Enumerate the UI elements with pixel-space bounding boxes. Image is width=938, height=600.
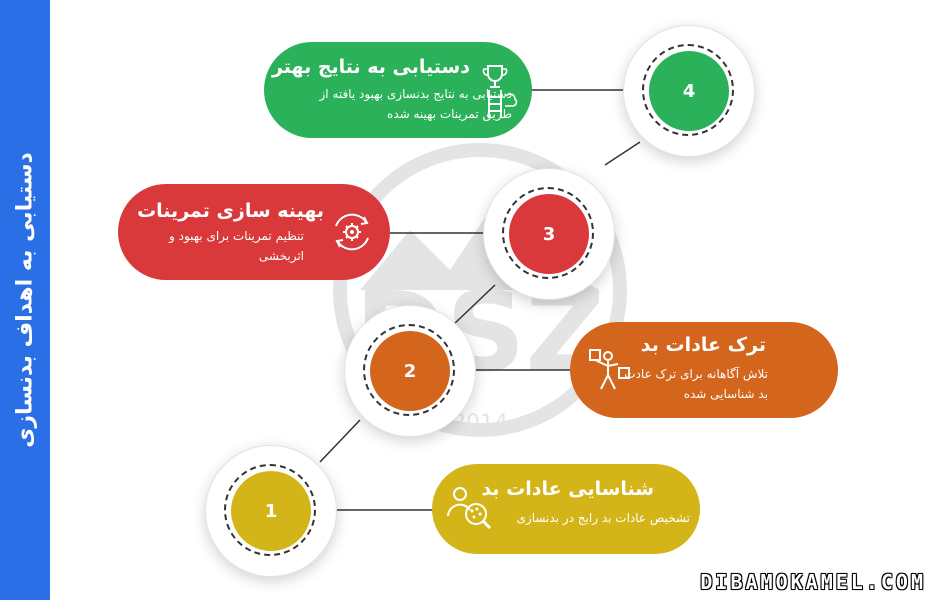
step-title: شناسایی عادات بد (481, 478, 654, 500)
gear-cycle-icon (335, 213, 369, 251)
step-card-1: شناسایی عادات بد تشخیص عادات بد رایج در … (432, 464, 700, 554)
step-card-4: دستیابی به نتایج بهتر دستیابی به نتایج ب… (264, 42, 532, 138)
step-title: بهینه سازی تمرینات (137, 200, 324, 222)
step-number: 3 (509, 194, 589, 274)
step-title: دستیابی به نتایج بهتر (271, 56, 470, 78)
person-lifting-icon (589, 349, 630, 390)
step-description: تشخیص عادات بد رایج در بدنسازی (516, 511, 691, 525)
step-card-3: بهینه سازی تمرینات تنظیم تمرینات برای به… (118, 184, 390, 280)
step-marker-4: 4 (623, 25, 755, 157)
dashed-ring (224, 464, 316, 556)
magnifier-user-icon (447, 487, 492, 530)
step-marker-2: 2 (344, 305, 476, 437)
step-description: تنظیم تمرینات برای بهبود و اثربخشی (169, 229, 304, 263)
step-description: دستیابی به نتایج بدنسازی بهبود یافته از … (319, 87, 512, 121)
step-card-2: ترک عادات بد تلاش آگاهانه برای ترک عادت … (570, 322, 838, 418)
step-number: 1 (231, 471, 311, 551)
dashed-ring (363, 324, 455, 416)
dashed-ring (502, 187, 594, 279)
dashed-ring (642, 44, 734, 136)
sidebar: دستیابی به اهداف بدنسازی (0, 0, 50, 600)
step-description: تلاش آگاهانه برای ترک عادت بد شناسایی شد… (624, 367, 768, 401)
step-marker-1: 1 (205, 445, 337, 577)
step-number: 2 (370, 331, 450, 411)
step-title: ترک عادات بد (640, 334, 766, 356)
step-marker-3: 3 (483, 168, 615, 300)
watermark-year: 2014 (452, 411, 508, 436)
site-url: DIBAMOKAMEL.COM (700, 570, 926, 594)
step-number: 4 (649, 51, 729, 131)
trophy-ladder-icon (482, 65, 518, 118)
